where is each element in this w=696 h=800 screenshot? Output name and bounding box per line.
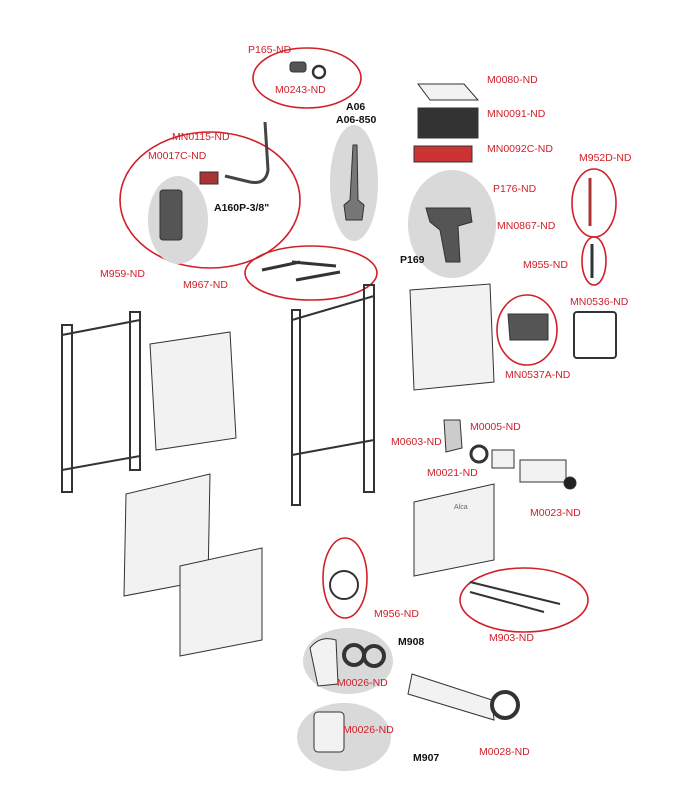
part-cistern-center	[409, 283, 495, 391]
part-m907-coupling	[313, 711, 345, 753]
part-a160p-fill-valve	[159, 189, 183, 241]
group-outline-m955	[581, 236, 607, 286]
label-mn0537a: MN0537A-ND	[505, 369, 571, 381]
part-m0023-pipe	[519, 459, 567, 483]
label-m959: M959-ND	[100, 268, 145, 280]
label-m967: M967-ND	[183, 279, 228, 291]
part-mn0091-box	[417, 107, 479, 139]
part-m0603-elbow	[443, 419, 463, 453]
part-mn0536-plate	[573, 311, 617, 359]
part-m0080-frame	[417, 83, 480, 101]
part-waste-pipe	[407, 673, 495, 721]
label-a160p: A160P-3/8"	[214, 202, 270, 214]
part-m0028-gasket	[490, 690, 520, 720]
label-m0026-b: M0026-ND	[343, 724, 394, 736]
label-m955: M955-ND	[523, 259, 568, 271]
label-m0080: M0080-ND	[487, 74, 538, 86]
part-m0005-ring	[469, 444, 489, 464]
part-a06-valve	[343, 144, 365, 221]
box-logo-text: Alca	[454, 504, 468, 511]
label-m0005: M0005-ND	[470, 421, 521, 433]
part-m0026-ring-b	[362, 644, 386, 668]
part-cistern-left	[149, 331, 237, 451]
part-m903-anchor-top	[469, 581, 561, 605]
part-mn0115-hose	[224, 121, 270, 184]
part-frame-center	[291, 284, 375, 506]
group-outline-m956	[322, 537, 368, 619]
label-m0017c: M0017C-ND	[148, 150, 207, 162]
part-m903-anchor-bottom	[469, 591, 545, 613]
label-m0026-a: M0026-ND	[337, 677, 388, 689]
label-p176: P176-ND	[493, 183, 537, 195]
label-p165: P165-ND	[248, 44, 292, 56]
label-mn0092c: MN0092C-ND	[487, 143, 553, 155]
group-outline-p165	[252, 47, 362, 109]
part-m0017c-bracket	[199, 171, 219, 185]
label-m952d: M952D-ND	[579, 152, 632, 164]
group-outline-mn0537a	[496, 294, 558, 366]
label-m0021: M0021-ND	[427, 467, 478, 479]
label-mn0536: MN0536-ND	[570, 296, 629, 308]
label-mn0115: MN0115-ND	[172, 131, 230, 143]
part-m0023-seal	[563, 476, 577, 490]
label-m0603: M0603-ND	[391, 436, 442, 448]
part-mn0092c-gasket	[413, 145, 473, 163]
part-p165-fitting	[289, 61, 307, 73]
label-mn0867: MN0867-ND	[497, 220, 556, 232]
part-m0243-washer	[311, 64, 327, 80]
label-m903: M903-ND	[489, 632, 534, 644]
group-outline-m952d	[571, 168, 617, 238]
group-outline-m967	[244, 245, 378, 301]
label-m908: M908	[398, 636, 425, 648]
part-box-front	[413, 483, 495, 577]
part-cover-bottom	[179, 547, 263, 657]
label-p169: P169	[400, 254, 425, 266]
label-m0243: M0243-ND	[275, 84, 326, 96]
group-outline-m903	[459, 567, 589, 633]
label-m907: M907	[413, 752, 440, 764]
part-m908-elbow	[309, 638, 339, 687]
label-a06-850: A06-850	[336, 114, 377, 126]
label-m0023: M0023-ND	[530, 507, 581, 519]
part-m967-brackets	[261, 260, 341, 282]
label-a06: A06	[346, 101, 366, 113]
label-m956: M956-ND	[374, 608, 419, 620]
part-p169-mechanism	[425, 207, 473, 263]
part-m0021-pipe	[491, 449, 515, 469]
label-m0028: M0028-ND	[479, 746, 530, 758]
group-outline-m959	[119, 131, 301, 269]
part-frame-left	[61, 311, 141, 493]
part-m956-clamp	[329, 570, 359, 600]
part-mn0537a-holder	[507, 313, 549, 341]
label-mn0091: MN0091-ND	[487, 108, 546, 120]
